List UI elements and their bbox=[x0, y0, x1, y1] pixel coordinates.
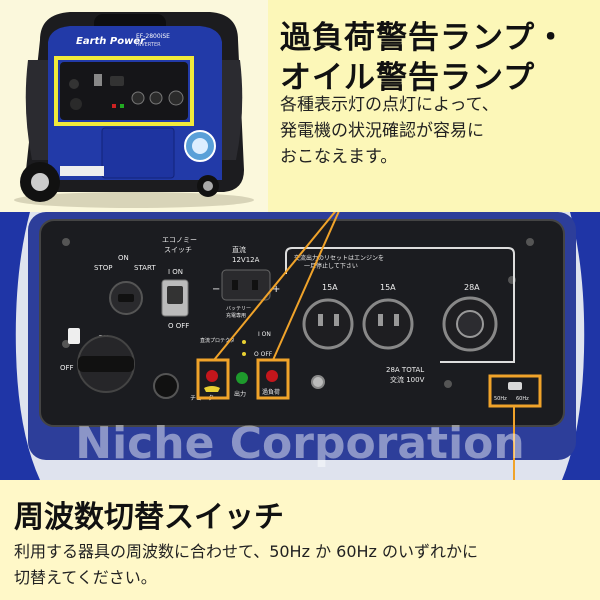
callout-desc-line2: 発電機の状況確認が容易に bbox=[280, 121, 484, 141]
frequency-switch-callout: 周波数切替スイッチ 利用する器具の周波数に合わせて、50Hz か 60Hz のい… bbox=[0, 480, 600, 600]
output-lamp bbox=[236, 372, 248, 384]
model-sub-text: INVERTER bbox=[136, 42, 161, 48]
key-on-label: ON bbox=[118, 254, 129, 262]
dc-outlet[interactable] bbox=[221, 269, 271, 301]
dc-label-1: 直流 bbox=[232, 245, 246, 254]
oil-warning-lamp bbox=[206, 370, 218, 382]
dc-plus-label: + bbox=[272, 284, 280, 295]
warning-lamp-callout: 過負荷警告ランプ・ オイル警告ランプ 各種表示灯の点灯によって、 発電機の状況確… bbox=[268, 0, 600, 212]
eco-off-label: O OFF bbox=[168, 322, 189, 330]
battery-label-1: バッテリー bbox=[226, 306, 251, 312]
lamp-off-label: O OFF bbox=[254, 351, 273, 358]
leader-line-overload bbox=[272, 212, 340, 361]
control-panel-illustration: STOP ON START エコノミー スイッチ I ON O OFF 直流 1… bbox=[0, 212, 600, 480]
overload-warning-lamp bbox=[266, 370, 278, 382]
reset-note-2: 一旦停止して下さい bbox=[304, 262, 358, 270]
ac-outlet-15a-2[interactable] bbox=[362, 298, 414, 350]
output-label: 出力 bbox=[234, 390, 246, 398]
eco-on-label: I ON bbox=[168, 268, 183, 276]
hz60-label: 60Hz bbox=[516, 396, 529, 402]
callout-desc-line3: おこなえます。 bbox=[280, 147, 398, 167]
total-label: 28A TOTAL bbox=[386, 366, 424, 374]
fuel-off-label: OFF bbox=[60, 364, 74, 372]
overload-label: 過負荷 bbox=[262, 388, 280, 396]
callout-desc-line1: 各種表示灯の点灯によって、 bbox=[280, 95, 499, 115]
footer-title: 周波数切替スイッチ bbox=[14, 500, 284, 535]
eco-label-1: エコノミー bbox=[162, 236, 197, 244]
panel-highlight-box bbox=[54, 56, 194, 126]
watermark: Niche Corporation bbox=[75, 418, 524, 469]
ac-outlet-15a-1[interactable] bbox=[302, 298, 354, 350]
brand-logo-text: Earth Power bbox=[76, 36, 146, 47]
hz-switch[interactable] bbox=[508, 382, 522, 390]
ground-terminal[interactable] bbox=[311, 375, 325, 389]
callout-title-line2: オイル警告ランプ bbox=[280, 60, 536, 96]
reset-note-1: 交流出力のリセットはエンジンを bbox=[294, 254, 384, 262]
footer-desc-line1: 利用する器具の周波数に合わせて、50Hz か 60Hz のいずれかに bbox=[14, 542, 479, 561]
lamp-on-label: I ON bbox=[258, 331, 271, 338]
stop-label: STOP bbox=[94, 264, 112, 272]
dc-label-2: 12V12A bbox=[232, 256, 260, 264]
choke-knob[interactable] bbox=[153, 373, 179, 399]
start-label: START bbox=[134, 264, 156, 272]
eco-label-2: スイッチ bbox=[164, 246, 192, 254]
dc-minus-label: − bbox=[212, 284, 220, 295]
callout-title-line1: 過負荷警告ランプ・ bbox=[280, 20, 568, 56]
battery-label-2: 充電専用 bbox=[226, 312, 246, 319]
model-text: EF-2800iSE bbox=[136, 33, 170, 40]
hz50-label: 50Hz bbox=[494, 396, 507, 402]
generator-illustration: Earth Power EF-2800iSE INVERTER bbox=[14, 12, 254, 208]
generator-overview-photo: Earth Power EF-2800iSE INVERTER bbox=[0, 0, 268, 212]
parallel-label: 直流プロテクタ bbox=[200, 337, 235, 344]
ac-voltage-label: 交流 100V bbox=[390, 375, 425, 384]
outlet-28a-label: 28A bbox=[464, 283, 480, 292]
control-panel-photo: STOP ON START エコノミー スイッチ I ON O OFF 直流 1… bbox=[0, 212, 600, 480]
outlet-15a-label-2: 15A bbox=[380, 283, 396, 292]
leader-line-oil bbox=[213, 212, 337, 361]
outlet-15a-label-1: 15A bbox=[322, 283, 338, 292]
oil-lamp-highlight bbox=[196, 358, 230, 400]
footer-desc-line2: 切替えてください。 bbox=[14, 568, 157, 587]
